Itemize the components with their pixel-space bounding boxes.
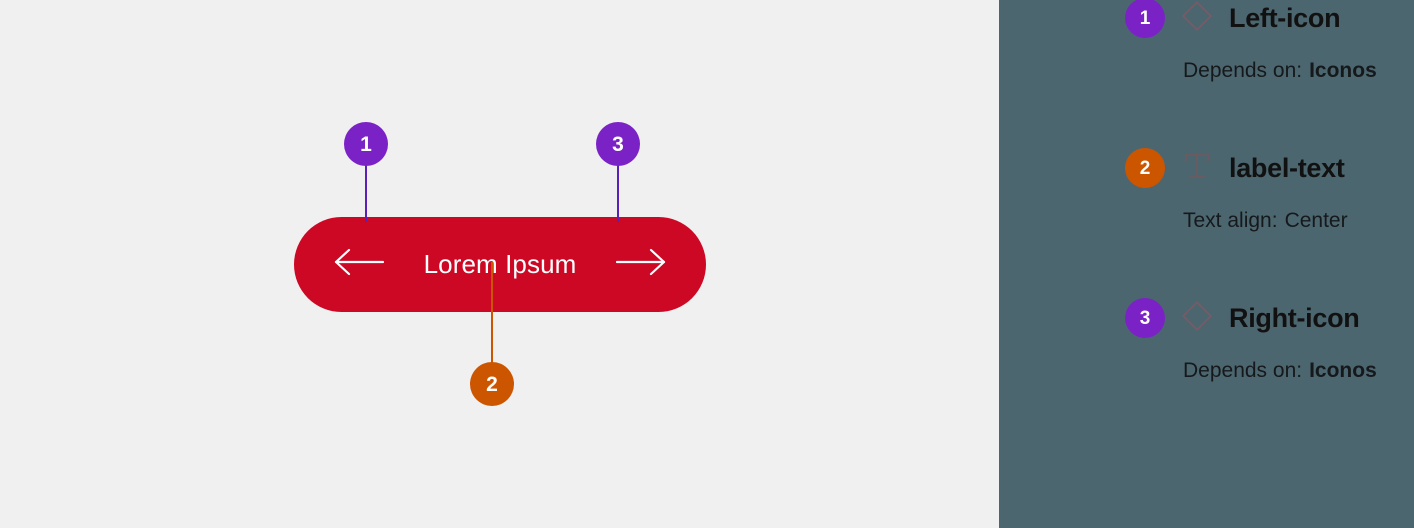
property-value: Iconos <box>1309 59 1377 82</box>
property-key: Depends on: <box>1183 359 1303 382</box>
callout-leader-line-2 <box>491 262 493 366</box>
inspector-item-right-icon[interactable]: 3 Right-icon Depends on: Iconos <box>999 296 1414 381</box>
inspector-item-label-text[interactable]: 2 label-text Text align: Center <box>999 146 1414 231</box>
inspector-item-title: Left-icon <box>1229 2 1341 33</box>
inspector-item-left-icon[interactable]: 1 Left-icon Depends on: Iconos <box>999 0 1414 81</box>
arrow-left-icon[interactable] <box>332 247 385 282</box>
diamond-icon <box>1179 298 1215 339</box>
inspector-item-title: Right-icon <box>1229 302 1360 333</box>
inspector-property-row: Depends on: Iconos <box>999 360 1414 381</box>
inspector-property-row: Depends on: Iconos <box>999 60 1414 81</box>
inspector-panel: 1 Left-icon Depends on: Iconos 2 <box>999 0 1414 528</box>
inspector-item-header: 2 label-text <box>999 146 1414 190</box>
callout-badge-3[interactable]: 3 <box>596 122 640 166</box>
callout-badge-1[interactable]: 1 <box>344 122 388 166</box>
inspector-property-row: Text align: Center <box>999 210 1414 231</box>
callout-leader-line-1 <box>365 160 367 222</box>
button-content: Lorem Ipsum <box>294 247 706 282</box>
text-t-icon <box>1179 148 1215 189</box>
lorem-ipsum-pill-button[interactable]: Lorem Ipsum <box>294 217 706 312</box>
preview-canvas: Lorem Ipsum 1 3 2 <box>294 122 706 406</box>
diamond-icon <box>1179 0 1215 39</box>
inspector-badge-1: 1 <box>1125 0 1165 38</box>
callout-badge-2[interactable]: 2 <box>470 362 514 406</box>
callout-leader-line-3 <box>617 160 619 222</box>
button-label: Lorem Ipsum <box>423 249 577 279</box>
inspector-badge-2: 2 <box>1125 148 1165 188</box>
inspector-item-header: 3 Right-icon <box>999 296 1414 340</box>
inspector-badge-3: 3 <box>1125 298 1165 338</box>
property-key: Depends on: <box>1183 59 1303 82</box>
property-value: Iconos <box>1309 359 1377 382</box>
inspector-item-header: 1 Left-icon <box>999 0 1414 40</box>
property-value: Center <box>1284 209 1348 232</box>
property-key: Text align: <box>1183 209 1278 232</box>
arrow-right-icon[interactable] <box>615 247 668 282</box>
inspector-item-title: label-text <box>1229 152 1345 183</box>
